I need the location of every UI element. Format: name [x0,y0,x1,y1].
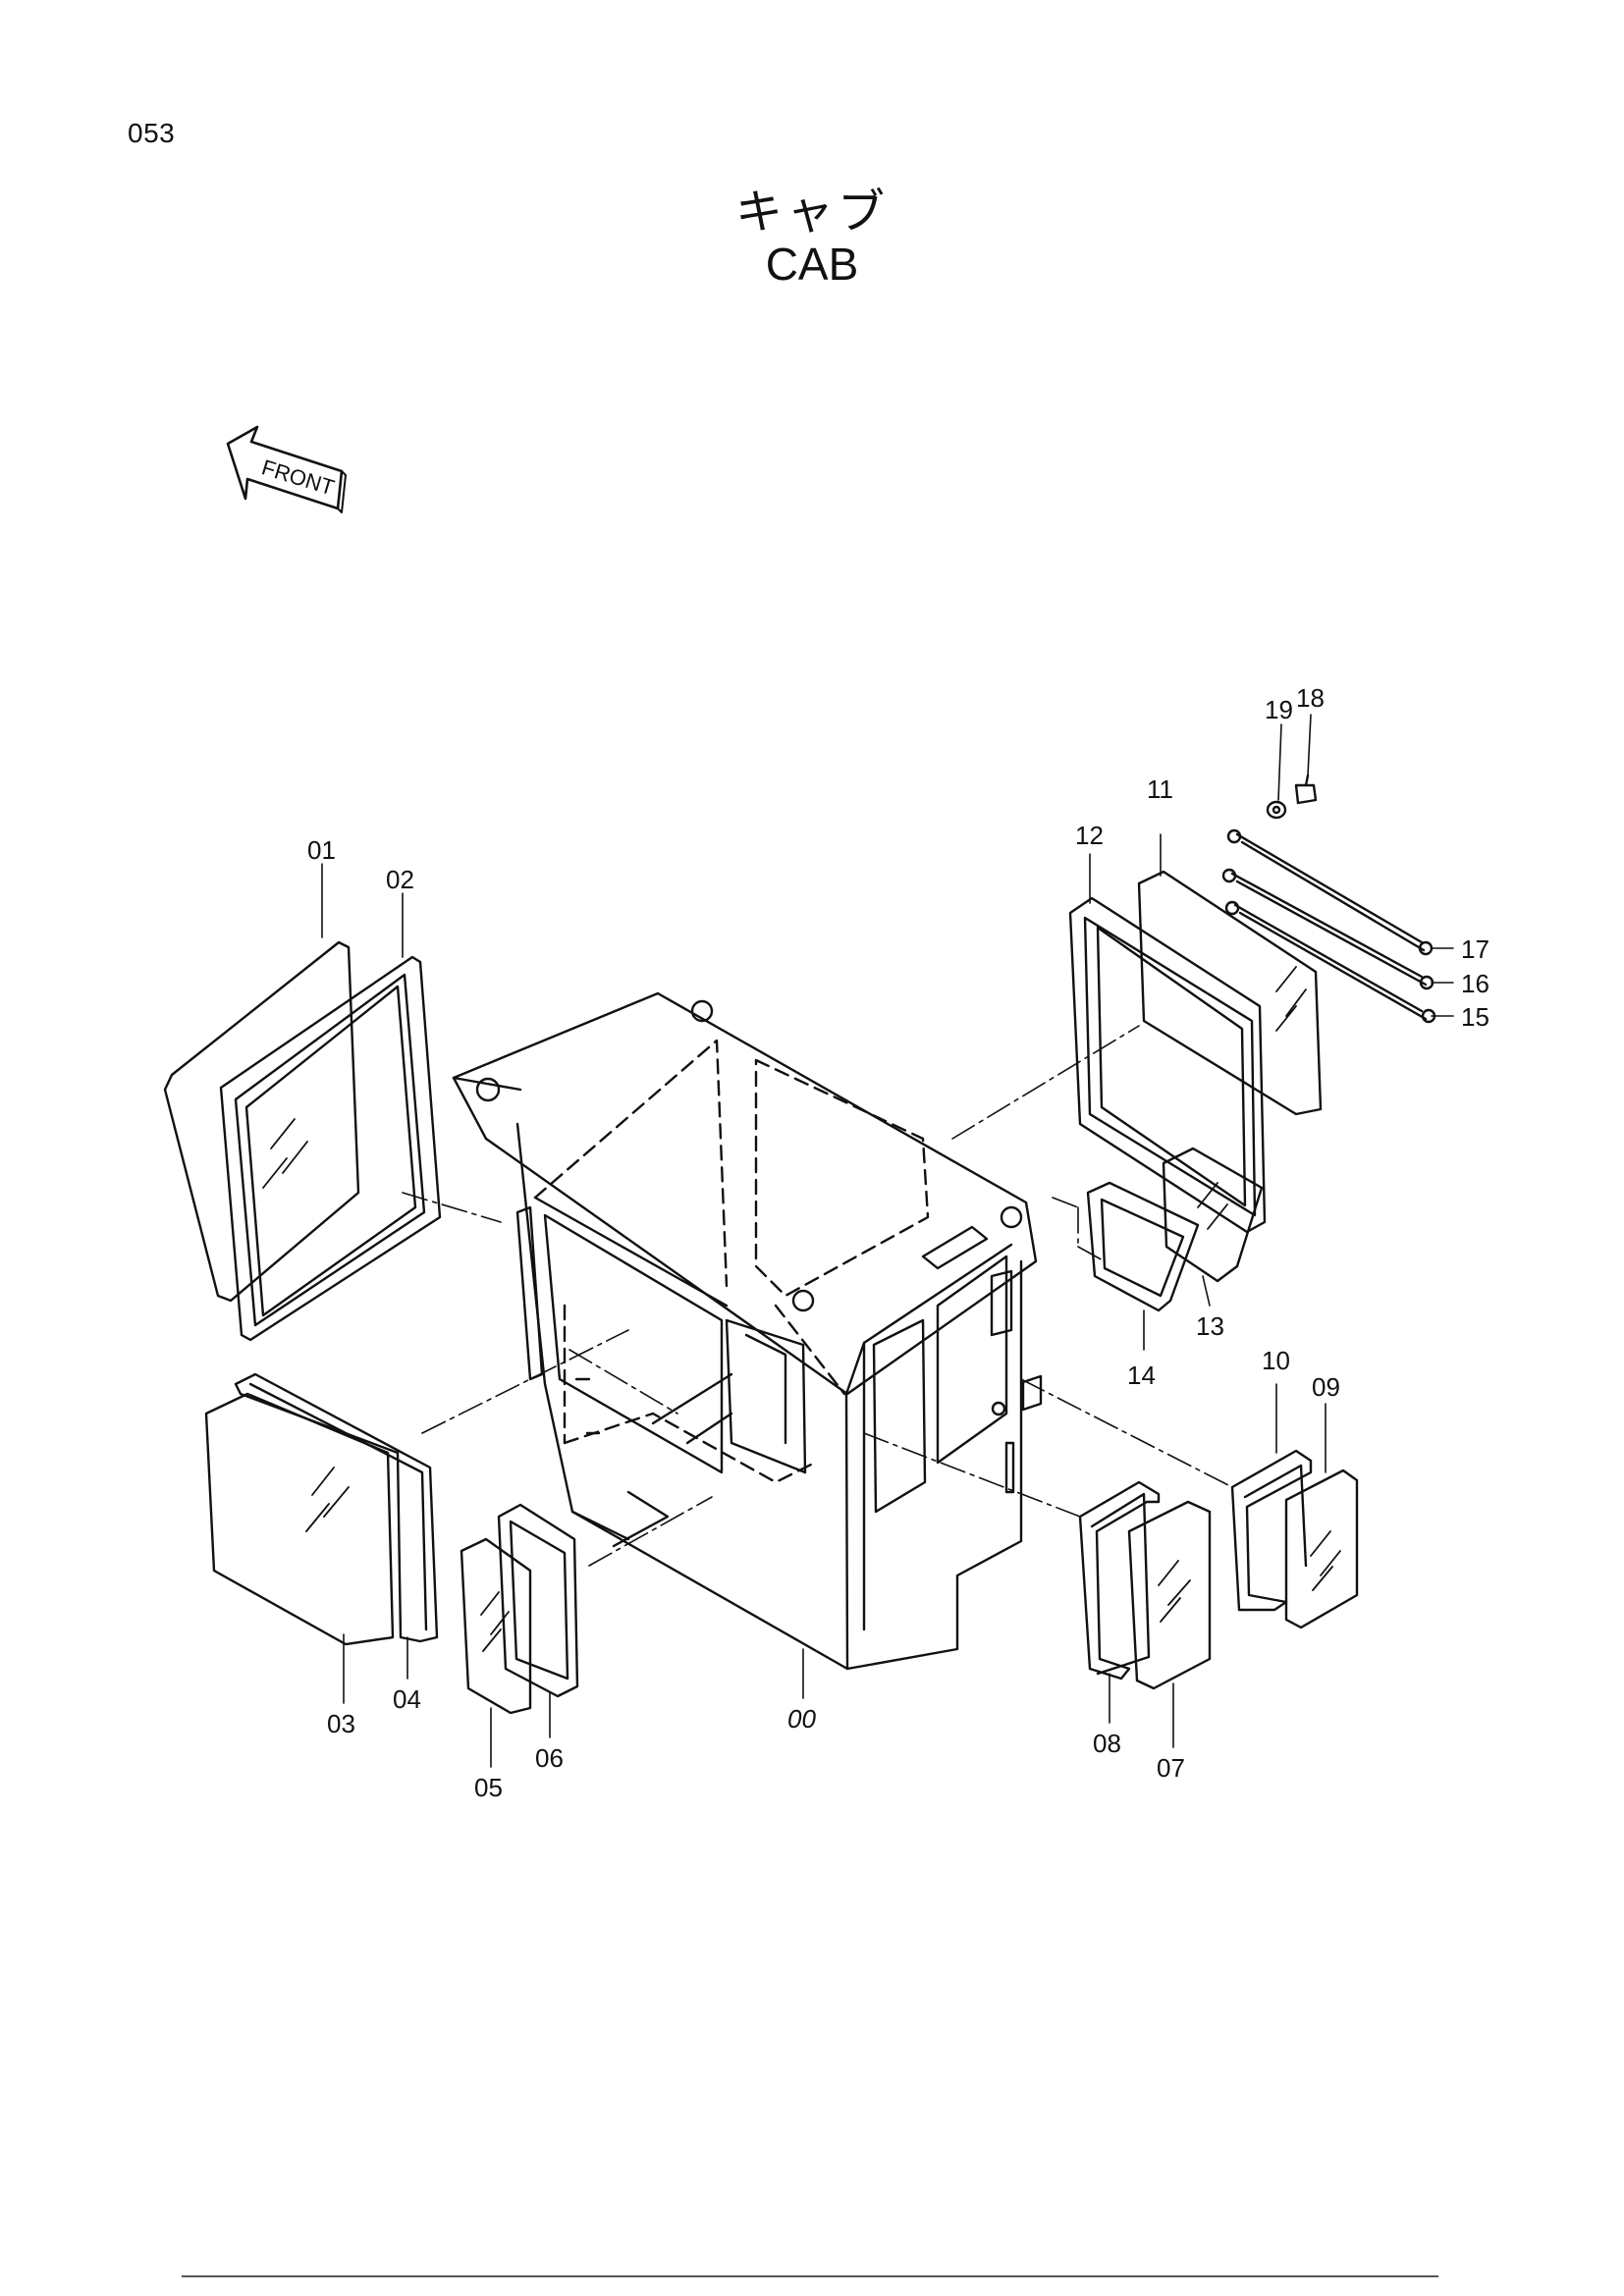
part-19-washer-icon [1266,800,1287,820]
callout-10: 10 [1262,1346,1290,1375]
callout-02: 02 [386,865,414,894]
page-number: 053 [128,118,176,148]
part-14-corner-seal [1086,1181,1200,1312]
callout-16: 16 [1461,969,1489,998]
callout-14: 14 [1127,1361,1156,1390]
callout-05: 05 [474,1773,503,1802]
part-07-door-lower-glass [1127,1500,1212,1690]
part-03-lower-front-glass [204,1392,395,1646]
part-12-rear-seal [1068,896,1267,1234]
part-13-corner-glass [1162,1147,1264,1283]
callout-labels: 01 02 03 04 05 06 07 08 09 10 11 12 13 1… [307,683,1489,1802]
front-arrow-icon: FRONT [226,425,347,513]
part-06-small-side-seal [497,1503,579,1698]
callout-07: 07 [1157,1753,1185,1783]
callout-13: 13 [1196,1311,1224,1341]
cab-body [452,991,1043,1671]
part-08-door-lower-seal [1078,1480,1161,1681]
callout-19: 19 [1265,695,1293,724]
part-02-windshield-seal [219,955,442,1342]
callout-18: 18 [1296,683,1325,713]
part-04-lower-front-seal [234,1372,439,1643]
callout-17: 17 [1461,934,1489,964]
page-title-japanese: キャブ [734,185,889,240]
part-09-rear-side-glass [1284,1468,1359,1629]
callout-03: 03 [327,1709,355,1738]
callout-06: 06 [535,1743,564,1773]
parts-15-17-wiper-rods [1221,828,1436,1024]
part-01-windshield-glass [163,940,360,1303]
part-10-rear-side-seal [1230,1449,1313,1612]
assembly-lines [402,1025,1233,1567]
bottom-divider [182,2275,1438,2277]
callout-01: 01 [307,835,336,865]
callout-12: 12 [1075,821,1104,850]
front-label: FRONT [259,454,338,500]
callout-09: 09 [1312,1372,1340,1402]
callout-08: 08 [1093,1729,1121,1758]
part-18-bolt-icon [1294,774,1318,805]
page-title: CAB [765,239,859,290]
callout-04: 04 [393,1684,421,1714]
callout-11: 11 [1147,774,1173,804]
callout-00: 00 [787,1704,816,1734]
part-11-rear-glass [1137,870,1323,1116]
part-05-small-side-glass [460,1537,532,1715]
callout-15: 15 [1461,1002,1489,1032]
leader-lines [321,714,1454,1768]
